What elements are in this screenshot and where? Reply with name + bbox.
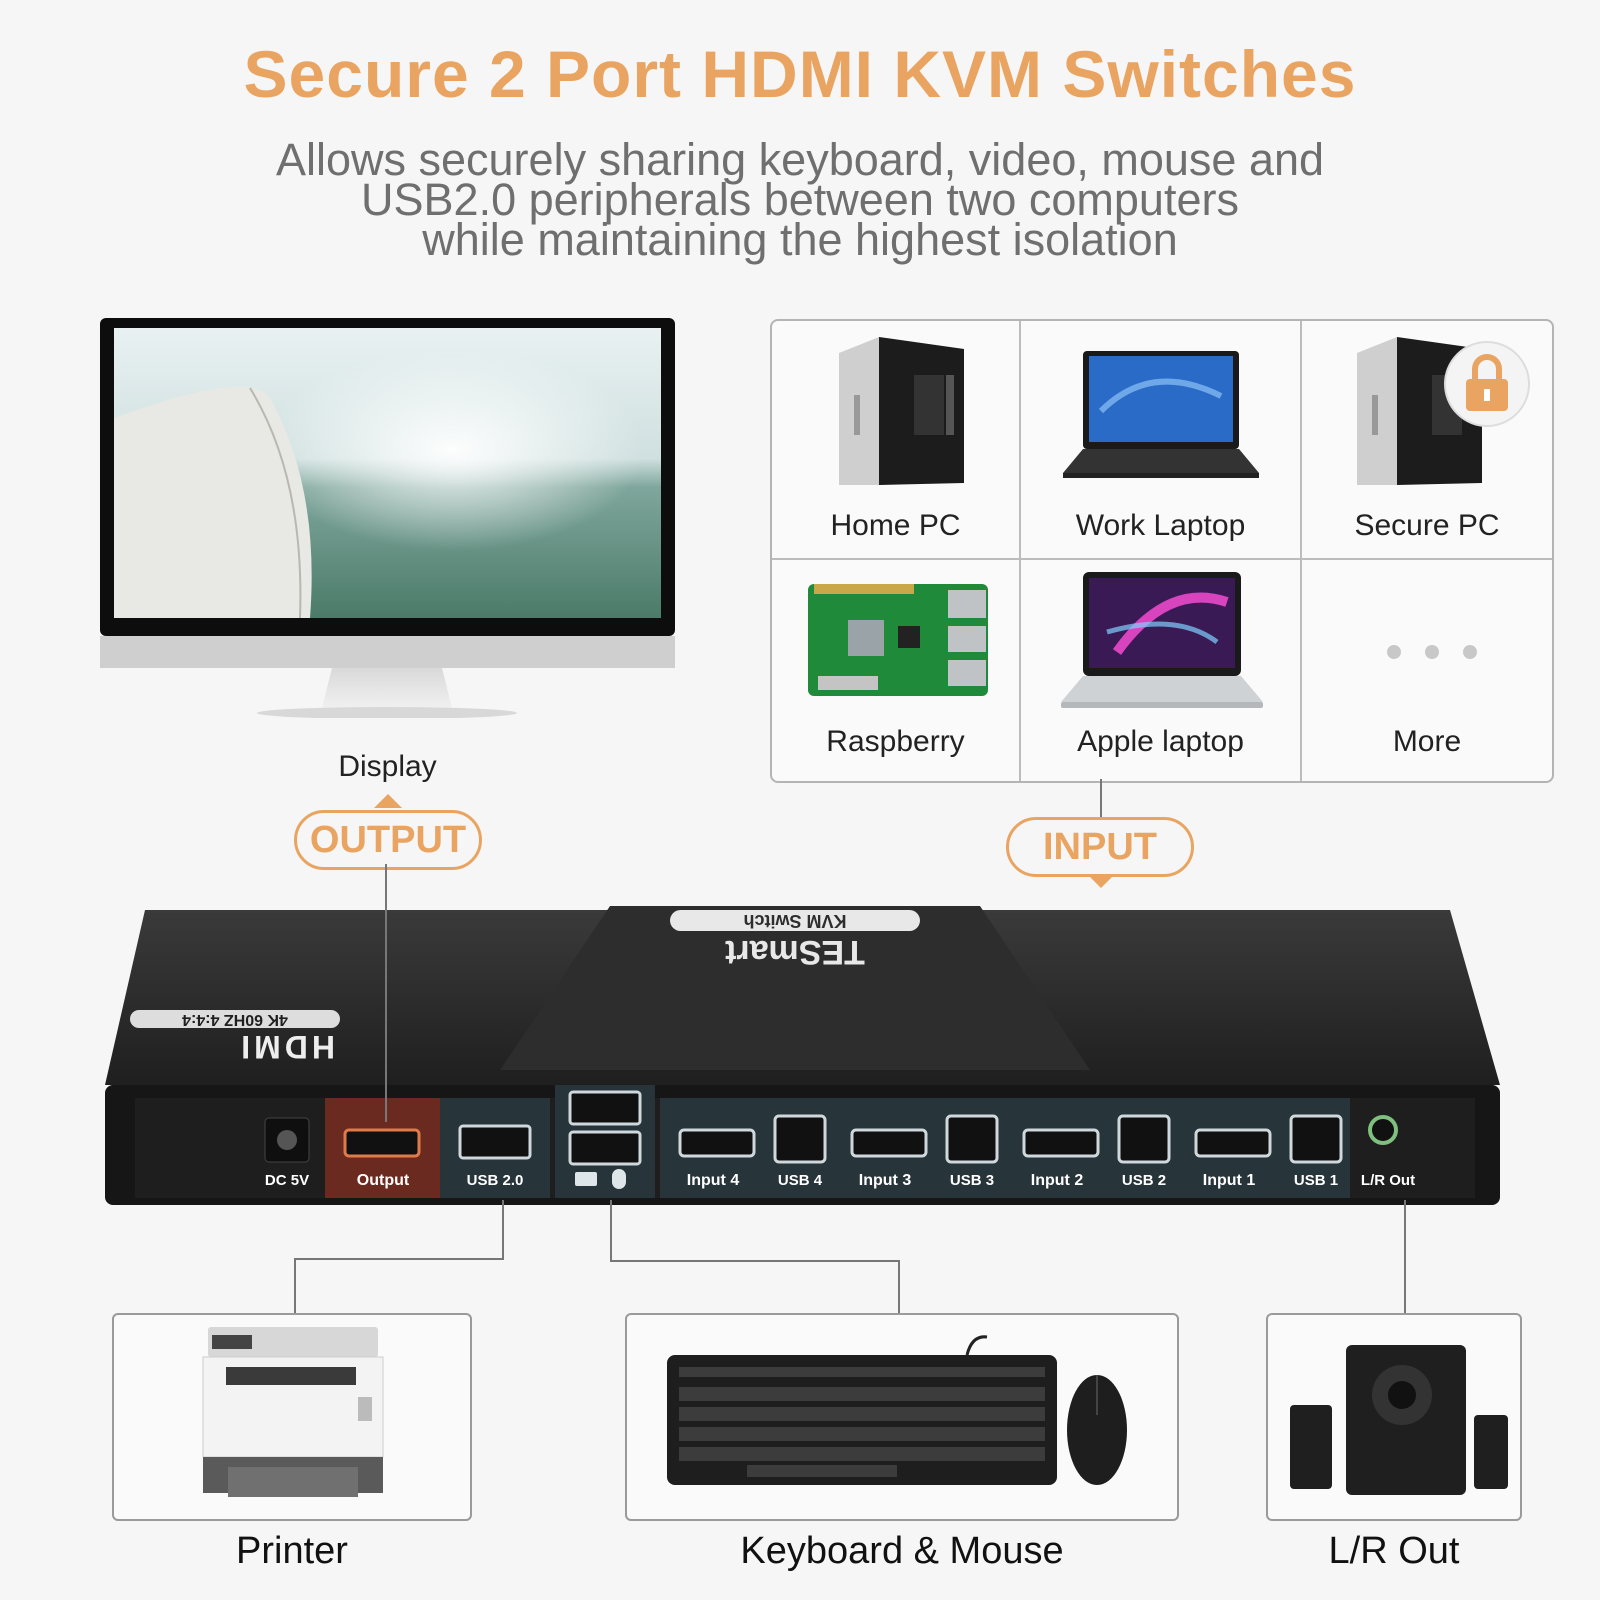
port-label: USB 2 (1121, 1172, 1167, 1189)
device-label: Work Laptop (1075, 509, 1246, 542)
monitor-icon (100, 318, 675, 719)
port-label: Output (356, 1172, 410, 1189)
speakers-icon (1290, 1345, 1508, 1495)
peripheral-keyboard-mouse (625, 1313, 1179, 1521)
down-arrow-icon (1087, 874, 1115, 888)
ellipsis-icon (1387, 645, 1477, 659)
page-title: Secure 2 Port HDMI KVM Switches (243, 37, 1357, 111)
subtitle-line-3: while maintaining the highest isolation (422, 214, 1178, 265)
keyboard-mouse-icon (667, 1335, 1127, 1485)
peripheral-label: Keyboard & Mouse (740, 1530, 1064, 1572)
printer-icon (202, 1327, 384, 1497)
model-label: KVM Switch (670, 910, 920, 931)
device-apple-laptop: Apple laptop (1021, 560, 1300, 781)
up-arrow-icon (374, 794, 402, 808)
port-label: Input 2 (1030, 1172, 1084, 1189)
device-more: More (1302, 560, 1552, 781)
peripheral-label: Printer (236, 1530, 348, 1572)
device-label: Raspberry (826, 725, 965, 758)
device-raspberry: Raspberry (772, 560, 1019, 781)
tower-pc-icon (839, 337, 964, 485)
device-label: Apple laptop (1077, 725, 1244, 758)
keyboard-port-icon (575, 1172, 597, 1186)
port-label: USB 1 (1293, 1172, 1339, 1189)
peripheral-printer (112, 1313, 472, 1521)
laptop-icon (1063, 351, 1259, 478)
kvm-switch-unit: TESmart KVM Switch HDMI 4K 60HZ 4:4:4 DC… (100, 880, 1510, 1210)
port-label: L/R Out (1360, 1172, 1416, 1189)
device-work-laptop: Work Laptop (1021, 321, 1300, 558)
input-device-grid: Home PC Work Laptop Secure PC (770, 319, 1554, 783)
port-label: USB 3 (949, 1172, 995, 1189)
brand-logo: TESmart (725, 933, 865, 971)
port-label: Input 1 (1202, 1172, 1256, 1189)
device-label: Home PC (830, 509, 961, 542)
subtitle-line-1: Allows securely sharing keyboard, video,… (275, 134, 1325, 185)
raspberry-pi-board-icon (808, 584, 988, 696)
device-label: Secure PC (1354, 509, 1500, 542)
peripheral-label: L/R Out (1328, 1530, 1460, 1572)
device-label: More (1392, 725, 1462, 758)
port-label: Input 3 (858, 1172, 912, 1189)
device-secure-pc: Secure PC (1302, 321, 1552, 558)
port-label: Input 4 (686, 1172, 740, 1189)
input-badge: INPUT (1006, 817, 1194, 877)
output-badge: OUTPUT (294, 810, 482, 870)
hdmi-spec: 4K 60HZ 4:4:4 (130, 1010, 340, 1028)
hdmi-logo: HDMI (237, 1029, 335, 1065)
peripheral-speakers (1266, 1313, 1522, 1521)
lock-icon (1444, 341, 1530, 427)
port-label: USB 4 (777, 1172, 823, 1189)
port-label: DC 5V (264, 1172, 310, 1189)
macbook-icon (1061, 572, 1263, 708)
display-label: Display (338, 750, 437, 783)
port-label: USB 2.0 (466, 1172, 524, 1189)
mouse-port-icon (612, 1169, 626, 1189)
subtitle-line-2: USB2.0 peripherals between two computers (361, 174, 1239, 225)
device-home-pc: Home PC (772, 321, 1019, 558)
